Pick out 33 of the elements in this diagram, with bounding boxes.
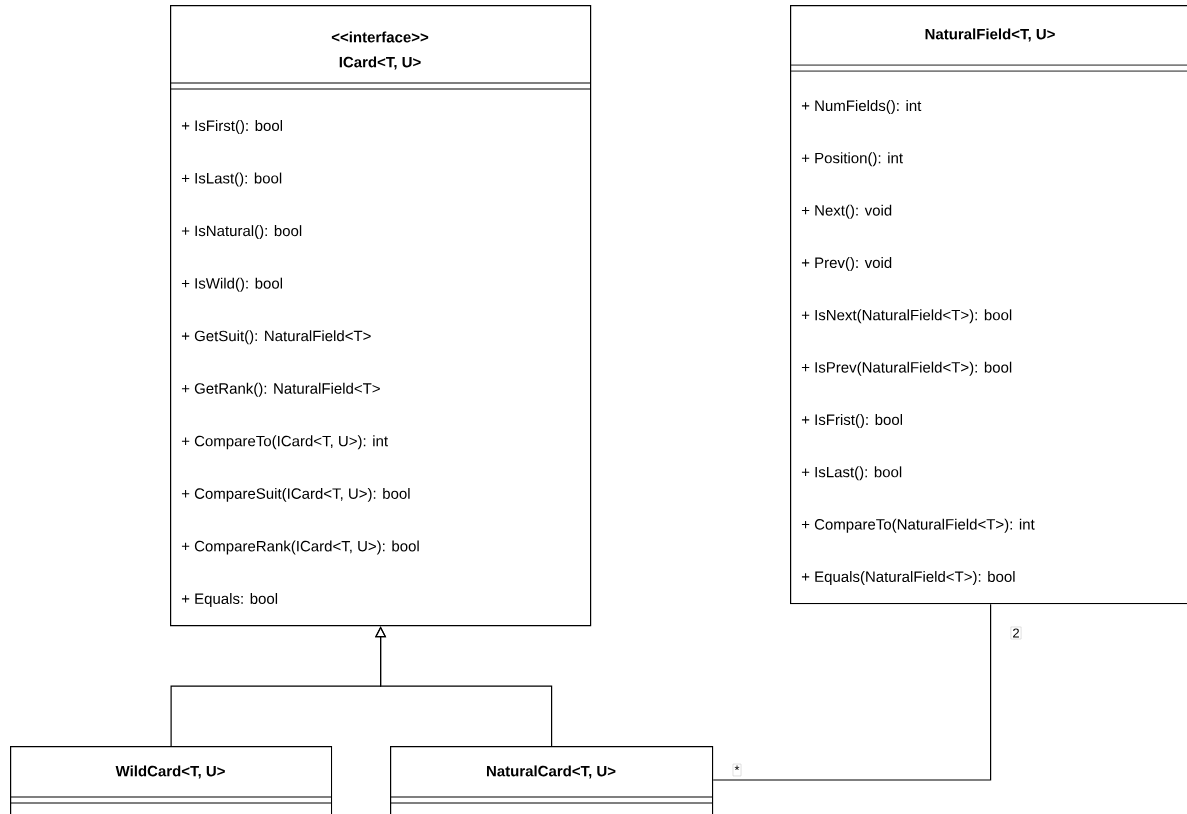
stereotype: <<interface>> [331, 31, 429, 43]
method-text: + GetRank(): NaturalField<T> [181, 382, 380, 397]
method-text: + IsLast(): bool [181, 172, 282, 187]
method-text: + CompareTo(NaturalField<T>): int [801, 518, 1035, 533]
method-text: + CompareRank(ICard<T, U>): bool [181, 540, 419, 555]
class-box [789, 5, 1187, 605]
multiplicity-label: 2 [1010, 626, 1022, 640]
method-text: + IsLast(): bool [801, 466, 902, 481]
class-name: NaturalField<T, U> [925, 28, 1055, 42]
method-text: + Prev(): void [801, 257, 892, 271]
class-name: NaturalCard<T, U> [487, 765, 616, 779]
method-text: + Equals(NaturalField<T>): bool [801, 571, 1015, 585]
method-text: + GetSuit(): NaturalField<T> [181, 330, 371, 345]
class-name: ICard<T, U> [339, 56, 421, 70]
method-text: + IsWild(): bool [181, 277, 282, 292]
method-text: + CompareSuit(ICard<T, U>): bool [181, 487, 410, 502]
method-text: + IsPrev(NaturalField<T>): bool [801, 361, 1012, 376]
multiplicity-label: * [732, 763, 742, 777]
class-name: WildCard<T, U> [115, 765, 225, 779]
method-text: + IsFrist(): bool [801, 414, 902, 428]
method-text: + IsNatural(): bool [181, 225, 302, 240]
method-text: + IsFirst(): bool [181, 120, 282, 134]
class-box [169, 5, 592, 627]
method-text: + IsNext(NaturalField<T>): bool [801, 309, 1012, 324]
method-text: + NumFields(): int [801, 100, 922, 114]
method-text: + Next(): void [801, 204, 892, 219]
class-box [389, 746, 714, 814]
association-line [712, 603, 992, 781]
method-text: + Equals: bool [181, 593, 278, 607]
method-text: + Position(): int [801, 152, 903, 167]
class-box [9, 746, 333, 814]
method-text: + CompareTo(ICard<T, U>): int [181, 435, 388, 450]
inheritance-arrow [374, 626, 553, 747]
